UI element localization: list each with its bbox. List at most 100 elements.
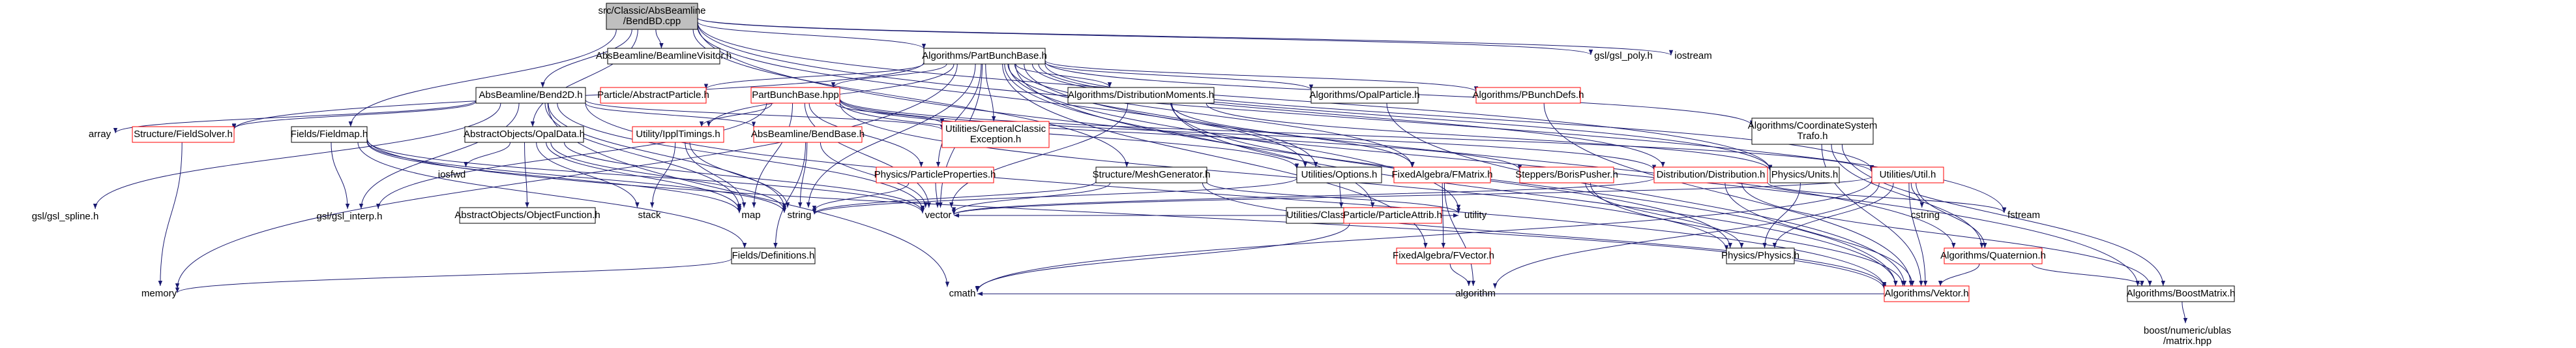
node-box-quat: [1944, 247, 2043, 264]
node-boris[interactable]: Steppers/BorisPusher.h: [1515, 166, 1618, 183]
node-meshgen[interactable]: Structure/MeshGenerator.h: [1093, 166, 1211, 183]
node-fmatrix[interactable]: FixedAlgebra/FMatrix.h: [1391, 166, 1493, 183]
edge-ippl-to-stack: [650, 142, 676, 208]
edge-fieldmap-to-vector: [366, 139, 925, 214]
edge-boostmat-to-boostublas: [2182, 301, 2188, 324]
edge-pbb-to-fmatrix: [1014, 63, 1414, 168]
edge-pbb-to-pbbhpp: [831, 63, 947, 88]
edge-bend2d-to-map: [544, 103, 742, 210]
edge-distmom-to-physunits: [1206, 103, 1773, 171]
edge-meshgen-to-vector: [951, 182, 1111, 213]
node-fvector[interactable]: FixedAlgebra/FVector.h: [1393, 247, 1494, 264]
node-label-gslspline: gsl/gsl_spline.h: [32, 211, 99, 222]
node-opaldata[interactable]: AbstractObjects/OpalData.h: [464, 126, 585, 143]
edge-bend2d-to-gslspline: [93, 103, 501, 210]
node-label-fmatrix: FixedAlgebra/FMatrix.h: [1391, 169, 1492, 180]
node-fstream: fstream: [2007, 210, 2040, 221]
node-box-fdefs: [731, 247, 816, 264]
edge-bend2d-to-gslinterp: [359, 103, 520, 210]
node-label-cstring: cstring: [1911, 210, 1940, 221]
edge-physunits-to-physphys: [1762, 182, 1801, 249]
node-distdist[interactable]: Distribution/Distribution.h: [1653, 166, 1768, 183]
node-vector: vector: [925, 210, 952, 221]
edge-distdist-to-vektor: [1725, 182, 1915, 287]
node-label-bend2d: AbsBeamline/Bend2D.h: [479, 89, 582, 101]
node-label-options: Utilities/Options.h: [1301, 169, 1378, 180]
node-box-options: [1296, 166, 1382, 183]
node-pbdefs[interactable]: Algorithms/PBunchDefs.h: [1473, 87, 1584, 104]
node-ippl[interactable]: Utility/IpplTimings.h: [632, 126, 724, 143]
node-physphys[interactable]: Physics/Physics.h: [1721, 247, 1799, 264]
node-pbb[interactable]: Algorithms/PartBunchBase.h: [922, 48, 1047, 65]
node-label-objfunc: AbstractObjects/ObjectFunction.h: [454, 210, 600, 221]
edge-opaldata-to-vector: [563, 142, 925, 213]
node-box-objfunc: [459, 207, 596, 224]
node-label-cmath: cmath: [949, 288, 976, 299]
node-fieldmap[interactable]: Fields/Fieldmap.h: [291, 126, 368, 143]
node-objfunc[interactable]: AbstractObjects/ObjectFunction.h: [454, 207, 600, 224]
node-boostublas: boost/numeric/ublas/matrix.hpp: [2144, 325, 2231, 347]
node-box-bendbase: [753, 126, 863, 143]
node-fsolver[interactable]: Structure/FieldSolver.h: [132, 126, 235, 143]
node-pattrib[interactable]: Particle/ParticleAttrib.h: [1343, 207, 1442, 224]
edge-pbbhpp-to-ippl: [699, 103, 773, 127]
node-vektor[interactable]: Algorithms/Vektor.h: [1884, 285, 1970, 302]
node-quat[interactable]: Algorithms/Quaternion.h: [1940, 247, 2046, 264]
node-opalpart[interactable]: Algorithms/OpalParticle.h: [1309, 87, 1420, 104]
node-iostream: iostream: [1674, 50, 1712, 61]
node-label-pbdefs: Algorithms/PBunchDefs.h: [1473, 89, 1584, 101]
node-utilutil[interactable]: Utilities/Util.h: [1871, 166, 1944, 183]
node-box-distdist: [1653, 166, 1768, 183]
node-options[interactable]: Utilities/Options.h: [1296, 166, 1382, 183]
node-box-physprop: [876, 166, 994, 183]
edge-pbbhpp-to-map: [752, 103, 793, 208]
node-pbbhpp[interactable]: PartBunchBase.hpp: [750, 87, 840, 104]
node-string: string: [788, 210, 812, 221]
node-abp[interactable]: Particle/AbstractParticle.h: [597, 87, 709, 104]
edge-meshgen-to-string: [812, 181, 1097, 214]
edge-root-to-pbb: [697, 21, 926, 50]
edge-root-to-physunits: [697, 22, 1773, 170]
node-box-utilutil: [1871, 166, 1944, 183]
node-absvis[interactable]: AbsBeamline/BeamlineVisitor.h: [596, 48, 732, 65]
node-label-bendbase: AbsBeamline/BendBase.h: [751, 129, 865, 140]
node-box-boris: [1519, 166, 1614, 183]
node-boostmat[interactable]: Algorithms/BoostMatrix.h: [2127, 285, 2236, 302]
node-physunits[interactable]: Physics/Units.h: [1769, 166, 1840, 183]
node-label-utilutil: Utilities/Util.h: [1880, 169, 1936, 180]
edge-distdist-to-boostmat: [1741, 182, 2152, 287]
node-box-physphys: [1726, 247, 1795, 264]
edge-fsolver-to-memory: [158, 142, 183, 287]
node-bend2d[interactable]: AbsBeamline/Bend2D.h: [475, 87, 586, 104]
node-label-opalpart: Algorithms/OpalParticle.h: [1309, 89, 1419, 101]
node-label-vektor: Algorithms/Vektor.h: [1884, 288, 1968, 299]
node-box-pbb: [923, 48, 1046, 65]
node-physprop[interactable]: Physics/ParticleProperties.h: [874, 166, 996, 183]
node-label-boostublas: boost/numeric/ublas: [2144, 325, 2231, 336]
node-label-absvis: AbsBeamline/BeamlineVisitor.h: [596, 50, 732, 61]
node-box-meshgen: [1095, 166, 1207, 183]
node-distmom[interactable]: Algorithms/DistributionMoments.h: [1067, 87, 1215, 104]
node-bendbase[interactable]: AbsBeamline/BendBase.h: [751, 126, 865, 143]
node-box-boostmat: [2127, 285, 2235, 302]
node-box-csys: [1751, 118, 1874, 145]
node-label-pbbhpp: PartBunchBase.hpp: [752, 89, 838, 101]
edge-csys-to-boostmat: [1841, 144, 2165, 287]
edge-opaldata-to-objfunc: [524, 142, 529, 208]
node-fdefs[interactable]: Fields/Definitions.h: [731, 247, 816, 264]
edge-root-to-options: [697, 27, 1308, 168]
edge-opaldata-to-map: [546, 142, 742, 212]
edge-meshgen-to-vektor: [1202, 182, 1887, 288]
node-label-gslpoly: gsl/gsl_poly.h: [1594, 50, 1653, 61]
edge-pbbhpp-to-options: [839, 101, 1299, 169]
node-box-opalpart: [1310, 87, 1419, 104]
edge-fieldmap-to-string: [366, 140, 787, 214]
edge-ippl-to-map: [685, 142, 747, 208]
node-algorithm: algorithm: [1455, 288, 1496, 299]
node-label-root: /BendBD.cpp: [623, 16, 681, 27]
edge-root-to-absvis: [655, 29, 664, 49]
edge-distmom-to-vektor: [1172, 103, 1898, 287]
node-box-physunits: [1769, 166, 1840, 183]
